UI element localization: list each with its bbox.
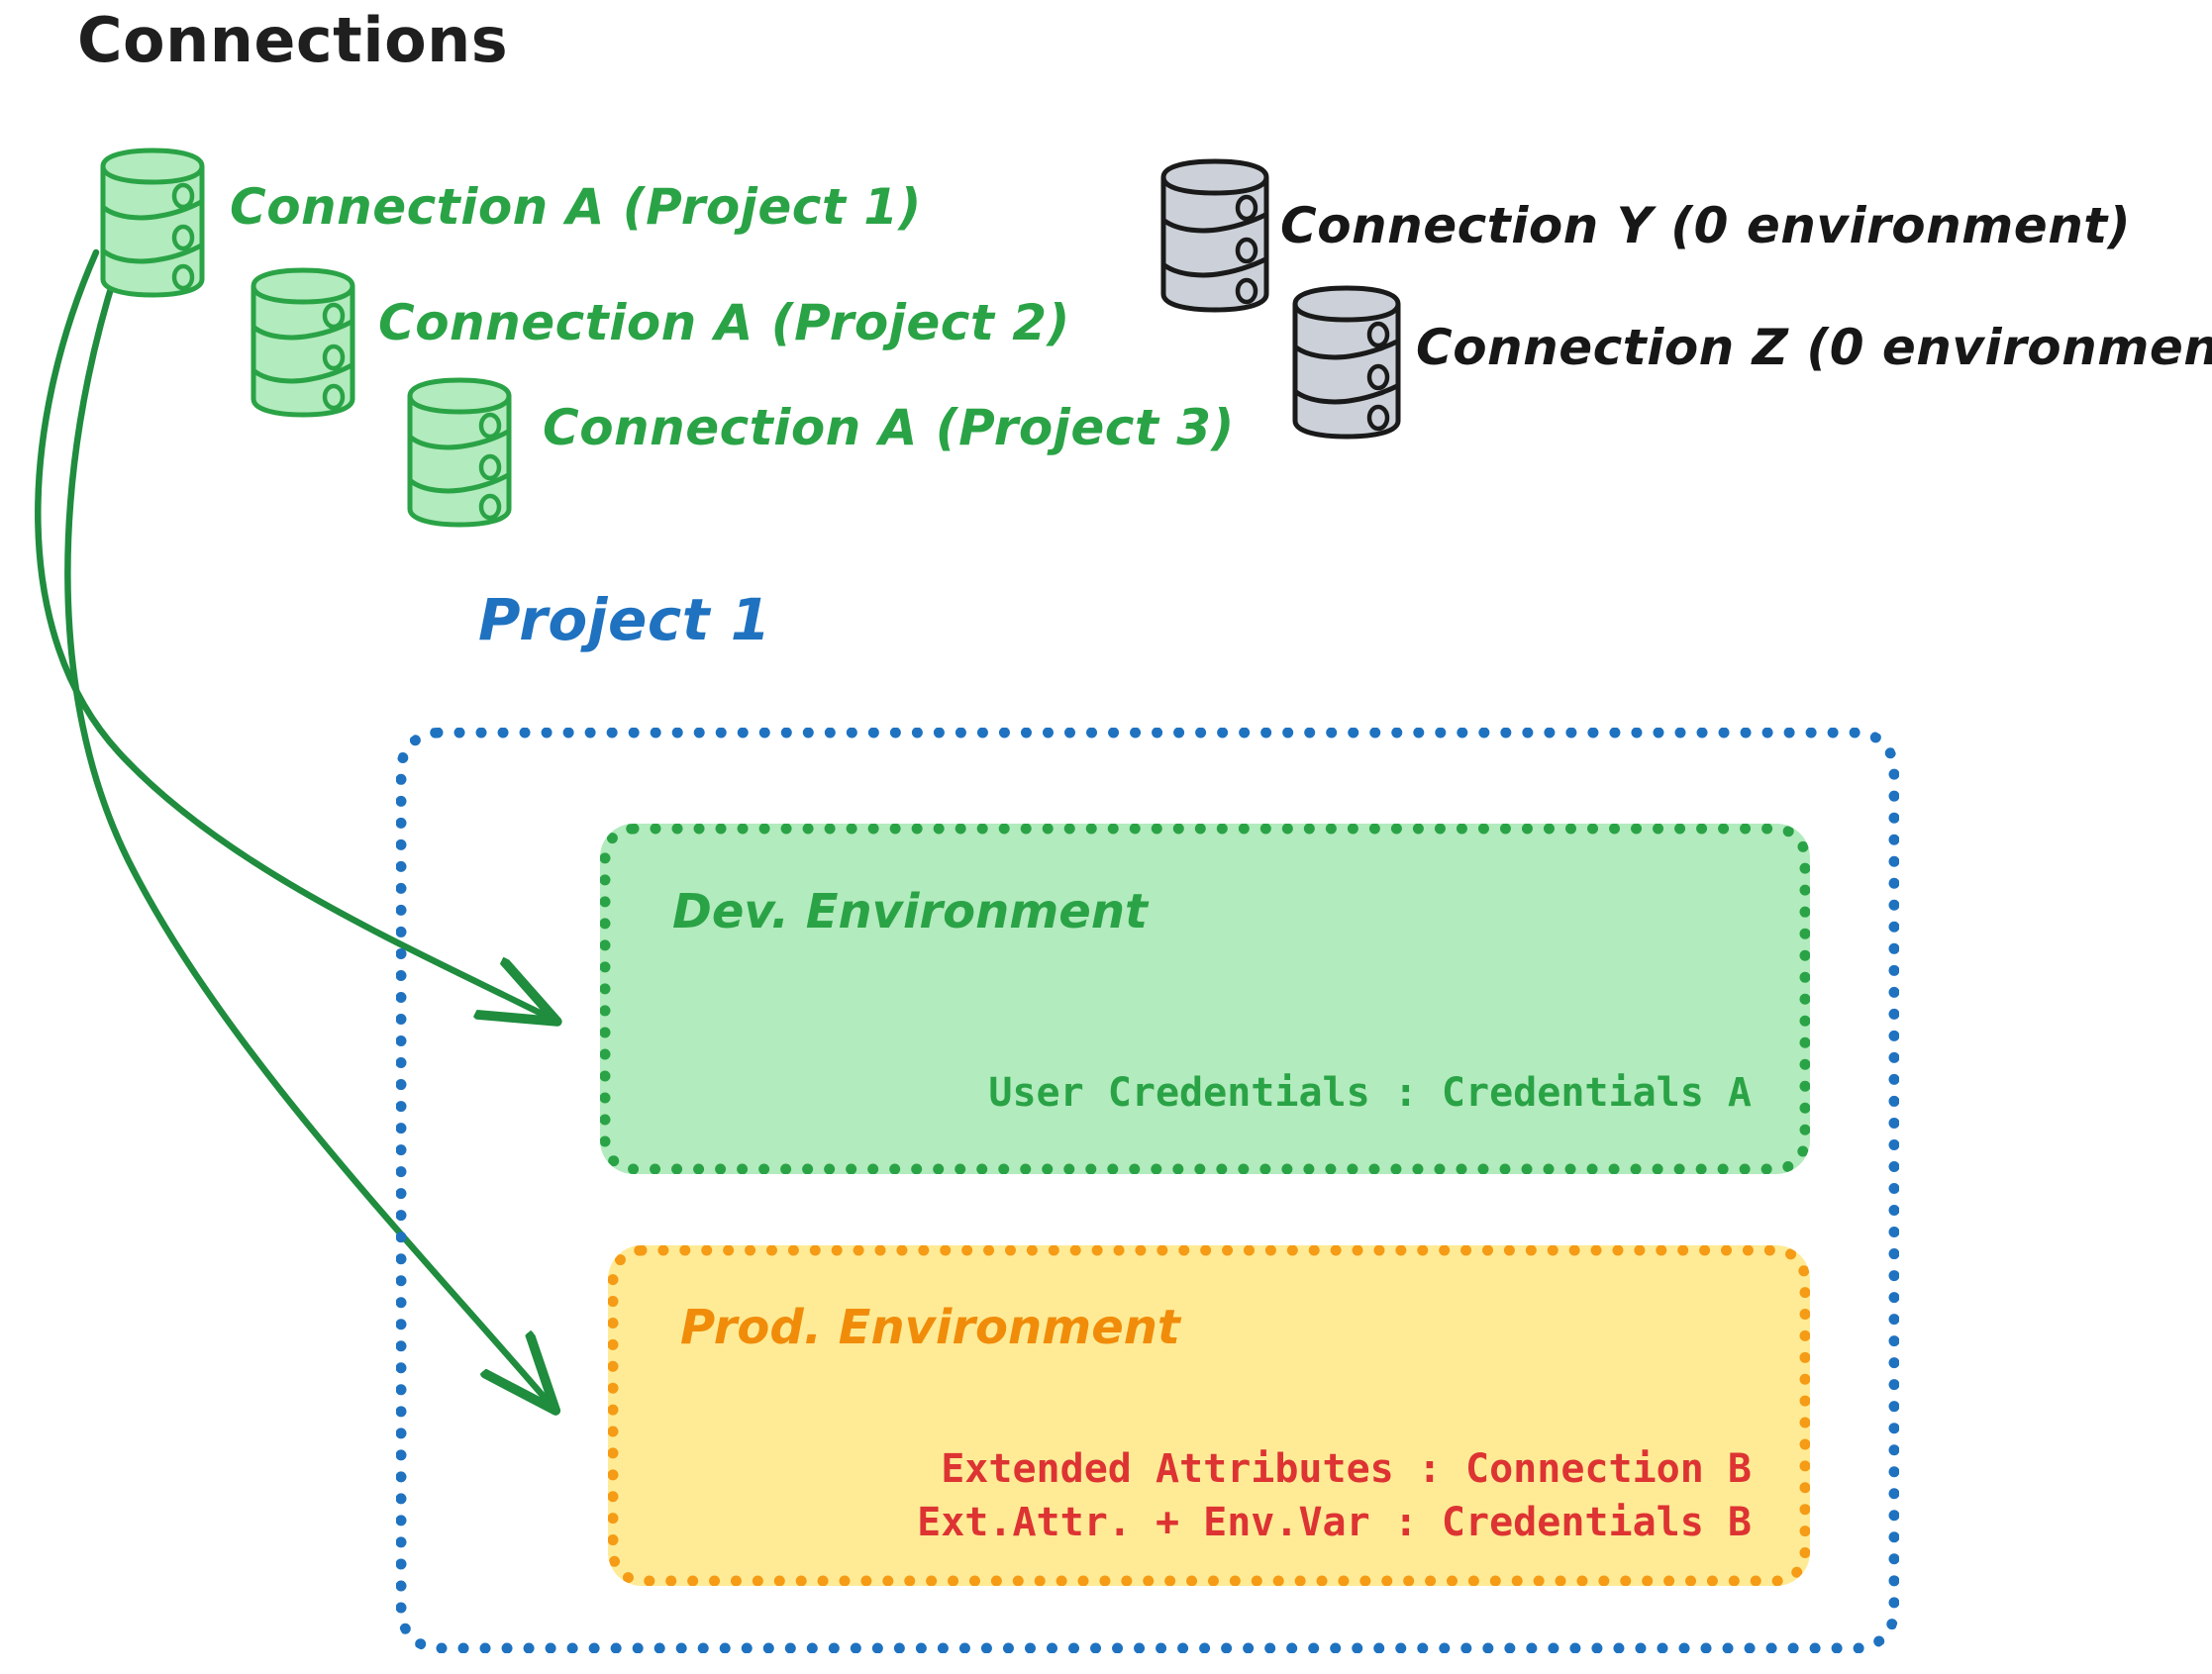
label-connection-z: Connection Z (0 environment) bbox=[1416, 319, 2212, 376]
database-cylinder-icon-connection-z bbox=[1287, 280, 1411, 457]
prod-environment-env-var-line: Ext.Attr. + Env.Var : Credentials B bbox=[917, 1500, 1752, 1545]
label-connection-a-project-2: Connection A (Project 2) bbox=[378, 294, 1070, 351]
project-1-container bbox=[396, 728, 1899, 1653]
label-connection-a-project-3: Connection A (Project 3) bbox=[543, 399, 1235, 456]
page-title: Connections bbox=[77, 4, 509, 76]
prod-environment-box: Prod. Environment Extended Attributes : … bbox=[608, 1245, 1810, 1586]
database-cylinder-icon-connection-a-project-2 bbox=[246, 262, 364, 435]
database-cylinder-icon-connection-a-project-1 bbox=[95, 143, 214, 315]
label-connection-a-project-1: Connection A (Project 1) bbox=[230, 178, 922, 236]
database-cylinder-icon-connection-y bbox=[1156, 153, 1279, 331]
label-connection-y: Connection Y (0 environment) bbox=[1280, 197, 2132, 254]
dev-environment-title: Dev. Environment bbox=[672, 884, 1148, 939]
prod-environment-extended-attributes-line: Extended Attributes : Connection B bbox=[941, 1446, 1752, 1492]
dev-environment-credentials-line: User Credentials : Credentials A bbox=[988, 1070, 1752, 1116]
prod-environment-title: Prod. Environment bbox=[680, 1300, 1180, 1355]
dev-environment-box: Dev. Environment User Credentials : Cred… bbox=[600, 824, 1810, 1174]
project-title: Project 1 bbox=[478, 586, 771, 653]
database-cylinder-icon-connection-a-project-3 bbox=[402, 372, 521, 544]
